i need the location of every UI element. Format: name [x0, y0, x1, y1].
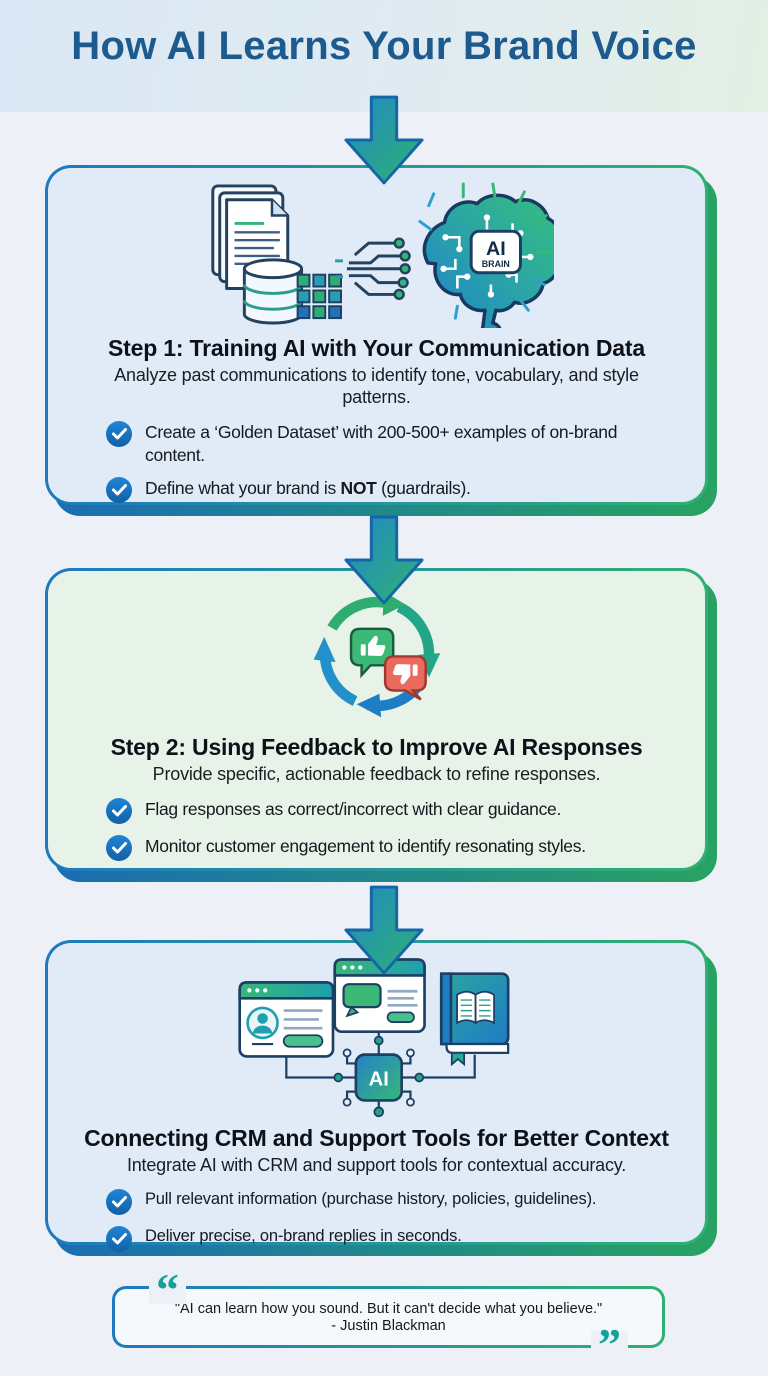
step-3-heading: Connecting CRM and Support Tools for Bet… [84, 1125, 669, 1151]
step-1-subheading: Analyze past communications to identify … [114, 365, 639, 407]
check-icon [106, 1188, 132, 1215]
step-1-card: AI BRAIN Step 1: Training AI with Your C… [45, 165, 717, 516]
step-3-bullets: Pull relevant information (purchase hist… [70, 1188, 683, 1252]
down-arrow-icon [343, 884, 425, 976]
down-arrow-icon [343, 94, 425, 186]
thumbs-down-bubble-icon [383, 655, 427, 701]
bullet-text: Define what your brand is NOT (guardrail… [145, 478, 471, 499]
header-band [0, 0, 768, 112]
step-2-heading: Step 2: Using Feedback to Improve AI Res… [110, 734, 643, 760]
quote-box: “ "AI can learn how you sound. But it ca… [112, 1267, 665, 1368]
bullet-text: Deliver precise, on-brand replies in sec… [145, 1226, 462, 1245]
check-icon [106, 420, 132, 447]
chip-label: AI [368, 1068, 388, 1090]
step-3-card: AI Connecting CRM and Support Tools for … [45, 940, 717, 1256]
database-icon [242, 258, 304, 325]
check-icon [106, 834, 132, 861]
bullet-text: Pull relevant information (purchase hist… [145, 1189, 597, 1208]
check-icon [106, 477, 132, 504]
brain-label: BRAIN [482, 259, 510, 269]
list-item: Flag responses as correct/incorrect with… [106, 797, 669, 824]
list-item: Pull relevant information (purchase hist… [106, 1188, 669, 1215]
thumbs-up-bubble-icon [349, 627, 394, 679]
feedback-loop-icon [308, 585, 446, 732]
knowledge-book-icon [439, 972, 509, 1067]
step-2-card: Step 2: Using Feedback to Improve AI Res… [45, 568, 717, 882]
list-item: Define what your brand is NOT (guardrail… [106, 477, 669, 504]
ai-chip-icon: AI [354, 1053, 403, 1102]
rays-icon [418, 182, 552, 320]
check-icon [106, 1225, 132, 1252]
crm-support-integration-icon: AI [227, 949, 527, 1123]
bullet-text: Monitor customer engagement to identify … [145, 835, 586, 856]
list-item: Deliver precise, on-brand replies in sec… [106, 1225, 669, 1252]
list-item: Monitor customer engagement to identify … [106, 834, 669, 861]
ai-label: AI [486, 238, 506, 260]
step-1-heading: Step 1: Training AI with Your Communicat… [108, 335, 645, 361]
step-3-subheading: Integrate AI with CRM and support tools … [126, 1155, 627, 1175]
close-quote-icon: ” [591, 1322, 628, 1368]
bullet-text: Create a ‘Golden Dataset’ with 200-500+ … [145, 421, 618, 465]
chat-window-icon [332, 958, 426, 1034]
quote-text: "AI can learn how you sound. But it can'… [174, 1300, 603, 1317]
training-data-ai-brain-icon: AI BRAIN [199, 178, 563, 341]
list-item: Create a ‘Golden Dataset’ with 200-500+ … [106, 420, 669, 467]
step-2-bullets: Flag responses as correct/incorrect with… [70, 797, 683, 861]
step-1-bullets: Create a ‘Golden Dataset’ with 200-500+ … [70, 420, 683, 504]
page-title: How AI Learns Your Brand Voice [71, 24, 697, 68]
check-icon [106, 797, 132, 824]
step-2-subheading: Provide specific, actionable feedback to… [152, 764, 601, 784]
crm-window-icon [237, 981, 334, 1058]
circuit-lines-icon [335, 237, 411, 301]
open-quote-icon: “ [149, 1267, 186, 1312]
bullet-text: Flag responses as correct/incorrect with… [145, 798, 562, 819]
brain-icon: AI BRAIN [422, 193, 563, 341]
quote-attribution: - Justin Blackman [331, 1317, 446, 1334]
down-arrow-icon [343, 514, 425, 606]
data-grid-icon [296, 273, 342, 320]
